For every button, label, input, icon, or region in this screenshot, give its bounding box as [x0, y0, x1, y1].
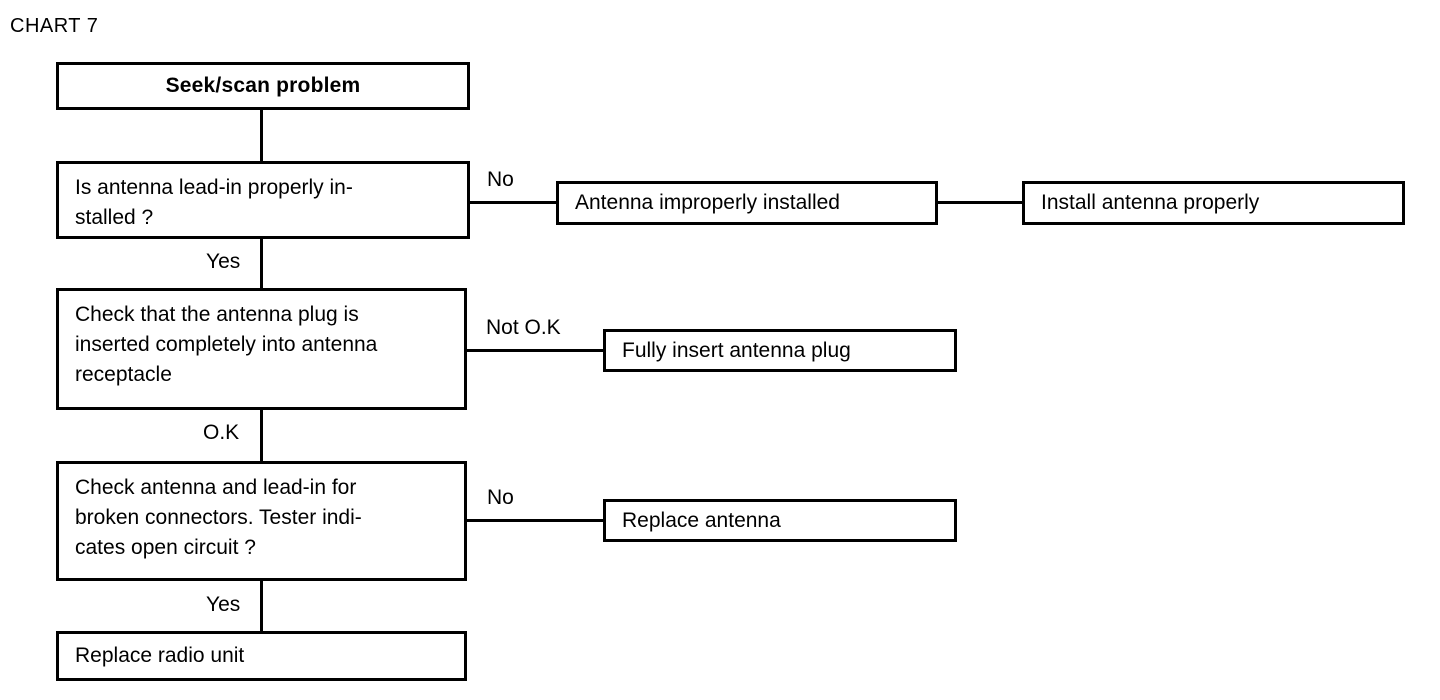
edge-label-q1-no: No	[487, 168, 514, 191]
node-question-broken-connectors-label: Check antenna and lead-in for broken con…	[75, 476, 362, 559]
edge-start-to-q1	[260, 110, 263, 161]
node-replace-radio-unit[interactable]: Replace radio unit	[56, 631, 467, 681]
node-replace-antenna[interactable]: Replace antenna	[603, 499, 957, 542]
edge-label-q2-not-ok: Not O.K	[486, 316, 561, 339]
edge-q2-ok	[260, 410, 263, 461]
node-replace-antenna-label: Replace antenna	[622, 508, 781, 532]
edge-q1-no	[470, 201, 603, 204]
node-install-antenna-properly[interactable]: Install antenna properly	[1022, 181, 1405, 225]
edge-q2-not-ok	[467, 349, 603, 352]
page-title: CHART 7	[10, 15, 99, 37]
node-antenna-improperly-installed[interactable]: Antenna improperly installed	[556, 181, 938, 225]
edge-label-q2-ok: O.K	[203, 421, 240, 444]
node-start-label: Seek/scan problem	[165, 74, 361, 97]
edge-a1-to-a1b	[938, 201, 1022, 204]
edge-label-q1-yes: Yes	[206, 250, 241, 273]
node-question-lead-in-label: Is antenna lead-in properly in- stalled …	[75, 176, 353, 229]
node-question-broken-connectors[interactable]: Check antenna and lead-in for broken con…	[56, 461, 467, 581]
node-fully-insert-antenna-plug[interactable]: Fully insert antenna plug	[603, 329, 957, 372]
node-question-antenna-plug[interactable]: Check that the antenna plug is inserted …	[56, 288, 467, 410]
edge-label-q3-yes: Yes	[206, 593, 241, 616]
edge-q1-yes	[260, 239, 263, 288]
node-question-antenna-plug-label: Check that the antenna plug is inserted …	[75, 303, 378, 386]
node-antenna-improperly-installed-label: Antenna improperly installed	[575, 191, 840, 214]
node-question-lead-in[interactable]: Is antenna lead-in properly in- stalled …	[56, 161, 470, 239]
node-install-antenna-properly-label: Install antenna properly	[1041, 191, 1260, 214]
node-fully-insert-antenna-plug-label: Fully insert antenna plug	[622, 338, 851, 362]
edge-q3-yes	[260, 581, 263, 631]
edge-label-q3-no: No	[487, 486, 514, 509]
node-replace-radio-unit-label: Replace radio unit	[75, 644, 245, 667]
edge-q3-no	[467, 519, 603, 522]
node-start[interactable]: Seek/scan problem	[56, 62, 470, 110]
